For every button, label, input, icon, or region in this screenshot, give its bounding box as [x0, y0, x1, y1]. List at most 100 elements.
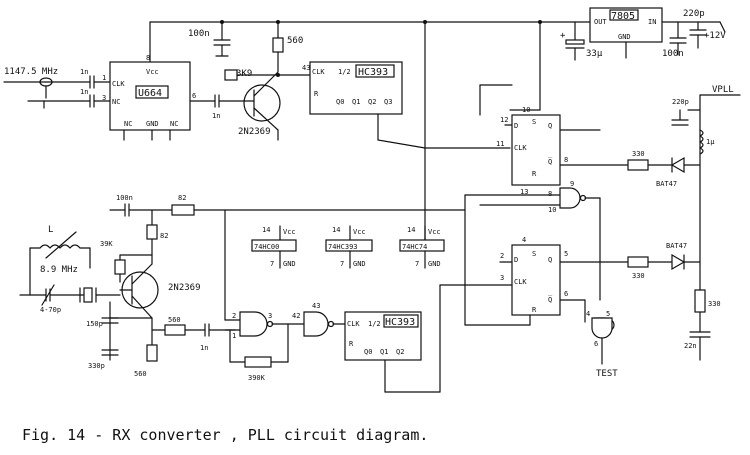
label-r-560-top: 560: [287, 36, 303, 46]
pin-ref2-14: 14: [332, 226, 340, 234]
label-c-33u: 33μ: [586, 49, 603, 59]
ic-hc393-top: CLK 43 R 1/2 HC393 Q0 Q1 Q2 Q3: [302, 61, 511, 149]
pin-ff2-q: Q: [548, 256, 552, 264]
label-r-330-b: 330: [632, 272, 645, 280]
transistor-t2: 2N2369 150p 330p 560 560 1n: [86, 254, 236, 378]
pin-ref2-gnd: GND: [353, 260, 366, 268]
pin-hc393b-clk: CLK: [347, 320, 360, 328]
pin-ref1-gnd: GND: [283, 260, 296, 268]
pin-ff2-5: 5: [564, 250, 568, 258]
pin-u664-gnd: GND: [146, 120, 159, 128]
pin-ff1-q: Q: [548, 122, 552, 130]
pin-ff1-10: 10: [522, 106, 530, 114]
pin-hc393b-r: R: [349, 340, 354, 348]
pin-ff1-clk: CLK: [514, 144, 527, 152]
wiring: [424, 21, 629, 241]
label-c-100n-reg: 100n: [662, 49, 684, 59]
pin-hc393b-q1: Q1: [380, 348, 388, 356]
pin-ref2-vcc: Vcc: [353, 228, 366, 236]
pin-g1-1: 1: [232, 332, 236, 340]
label-r-560-c: 560: [134, 370, 147, 378]
label-d2: BAT47: [666, 242, 687, 250]
label-c-100n-top: 100n: [188, 29, 210, 39]
label-regulator: 7805: [611, 11, 635, 22]
pin-ref2-7: 7: [340, 260, 344, 268]
regulator-7805: 7805 OUT IN GND +12V 220p 100n + 33μ: [560, 7, 726, 61]
label-supply-input: +12V: [704, 31, 726, 41]
pin-g1-3: 3: [268, 312, 272, 320]
label-c-470p: 4-70p: [40, 306, 61, 314]
pin-ff2-4: 4: [522, 236, 526, 244]
label-r-330-c: 330: [708, 300, 721, 308]
pin-g3-42: 42: [292, 312, 300, 320]
pin-hc393b-q2: Q2: [396, 348, 404, 356]
label-reg-gnd: GND: [618, 33, 631, 41]
label-c-330p: 330p: [88, 362, 105, 370]
label-crystal: 8.9 MHz: [40, 265, 78, 275]
label-r-82-b: 82: [160, 232, 168, 240]
pin-ff1-qbar: Q̅: [548, 157, 553, 166]
capacitor-100n-top: 100n: [188, 29, 231, 57]
pin-hc393t-q2: Q2: [368, 98, 376, 106]
resistor-560-top: 560: [272, 36, 303, 73]
label-r-82-a: 82: [178, 194, 186, 202]
pin-ff1-8: 8: [564, 156, 568, 164]
label-c-220p-top: 220p: [683, 9, 705, 19]
pin-ref1-vcc: Vcc: [283, 228, 296, 236]
pin-ff2-d: D: [514, 256, 518, 264]
label-d1: BAT47: [656, 180, 677, 188]
label-l-osc: L: [48, 225, 53, 235]
label-74hc00: 74HC00: [254, 243, 279, 251]
pin-g1-2: 2: [232, 312, 236, 320]
pin-ff2-s: S: [532, 250, 536, 258]
pin-ff1-11: 11: [496, 140, 504, 148]
pin-ref1-7: 7: [270, 260, 274, 268]
pin-ff2-2: 2: [500, 252, 504, 260]
pin-hc393b-q0: Q0: [364, 348, 372, 356]
label-r-330-a: 330: [632, 150, 645, 158]
ic-u664: 8 Vcc CLK 1 3 NC U664 6 NC GND NC: [102, 54, 216, 141]
pin-ff2-r: R: [532, 306, 537, 314]
pin-g2-8: 8: [548, 190, 552, 198]
supply-rail: [149, 20, 591, 63]
pin-ff1-s: S: [532, 118, 536, 126]
pin-ff1-12: 12: [500, 116, 508, 124]
gate-test: 6 4 5 TEST: [586, 310, 618, 379]
power-refs: 14 Vcc 74HC00 7 GND 14 Vcc 74HC393 7 GND…: [251, 225, 445, 269]
pin-u664-1: 1: [102, 74, 106, 82]
pin-u664-3: 3: [102, 94, 106, 102]
pin-g2-9: 9: [570, 180, 574, 188]
pin-u664-clk: CLK: [112, 80, 125, 88]
pin-ff1-d: D: [514, 122, 518, 130]
pin-hc393t-q0: Q0: [336, 98, 344, 106]
label-c-1n-a: 1n: [80, 68, 88, 76]
label-reg-out: OUT: [594, 18, 607, 26]
pin-u664-nc3: NC: [170, 120, 178, 128]
gate-9-10: 8 10 9: [548, 180, 601, 301]
figure-caption: Fig. 14 - RX converter , PLL circuit dia…: [22, 426, 428, 444]
pin-ref1-14: 14: [262, 226, 270, 234]
label-t1: 2N2369: [238, 127, 271, 137]
pin-g2-10: 10: [548, 206, 556, 214]
pin-u664-nc2: NC: [124, 120, 132, 128]
label-rf-in: 1147.5 MHz: [4, 67, 58, 77]
pin-ref3-vcc: Vcc: [428, 228, 441, 236]
rf-input: 1147.5 MHz: [3, 67, 91, 109]
label-c-150p: 150p: [86, 320, 103, 328]
label-r-39k: 39K: [100, 240, 113, 248]
label-r-390k: 390K: [248, 374, 266, 382]
pin-ref3-14: 14: [407, 226, 415, 234]
input-capacitors: 1n 1n: [80, 68, 111, 108]
label-l-1u: 1μ: [706, 138, 715, 146]
label-c-1n-b: 1n: [80, 88, 88, 96]
label-u664: U664: [138, 88, 162, 99]
pin-ff2-3: 3: [500, 274, 504, 282]
pin-u664-nc1: NC: [112, 98, 120, 106]
label-c-100n-mid: 100n: [116, 194, 133, 202]
pin-u664-8: 8: [146, 54, 150, 62]
pin-test-6: 6: [594, 340, 598, 348]
pin-ref3-gnd: GND: [428, 260, 441, 268]
pin-u664-vcc: Vcc: [146, 68, 159, 76]
pin-ff2-qbar: Q̅: [548, 295, 553, 304]
